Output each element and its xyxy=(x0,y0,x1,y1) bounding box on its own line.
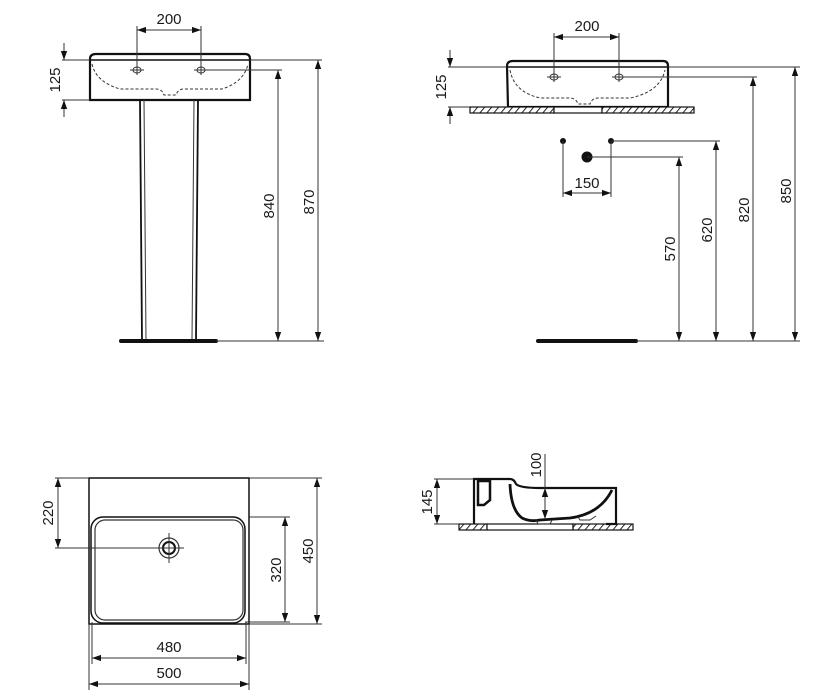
dim-label: 320 xyxy=(268,557,285,582)
dim-waste-height: 570 xyxy=(587,156,683,341)
dim-basin-height: 125 xyxy=(47,43,90,117)
dim-label: 480 xyxy=(156,639,181,656)
dim-label: 220 xyxy=(40,500,57,525)
dim-basin-height: 125 xyxy=(433,50,507,124)
dim-rim-height: 850 xyxy=(668,66,800,341)
dim-bowl-width: 480 xyxy=(91,622,247,664)
dim-label: 200 xyxy=(156,11,181,28)
dim-overall-width: 500 xyxy=(88,624,250,690)
basin-front xyxy=(88,52,252,102)
dim-tap-spacing: 200 xyxy=(553,18,620,77)
dim-tap-spacing: 200 xyxy=(136,11,202,70)
dim-label: 850 xyxy=(778,178,795,203)
supply-points: 150 xyxy=(560,138,614,197)
dim-bowl-depth: 320 xyxy=(245,516,290,623)
bowl-outline xyxy=(90,516,246,624)
front-pedestal-view: 200 125 840 870 xyxy=(47,11,324,343)
dim-label: 620 xyxy=(699,217,716,242)
basin-outline xyxy=(88,477,250,625)
pedestal xyxy=(119,99,324,343)
dim-label: 840 xyxy=(261,193,278,218)
dim-label: 450 xyxy=(300,538,317,563)
dim-rim-height: 870 xyxy=(250,59,322,341)
dim-overall-height: 145 xyxy=(419,478,474,525)
plan-view: 220 320 450 480 500 xyxy=(40,477,322,690)
dim-bowl-depth: 100 xyxy=(528,452,549,519)
basin-section xyxy=(472,477,618,526)
dim-label: 125 xyxy=(433,74,450,99)
front-countertop-view: 200 125 150 570 xyxy=(433,18,800,343)
dim-label: 125 xyxy=(47,67,64,92)
side-section-view: 145 100 xyxy=(419,452,634,531)
dim-label: 145 xyxy=(419,489,436,514)
dim-tap-height: 820 xyxy=(619,76,757,341)
dim-label: 820 xyxy=(736,197,753,222)
dim-label: 100 xyxy=(528,452,545,477)
basin-front xyxy=(505,59,670,109)
dim-tap-height: 840 xyxy=(201,69,282,341)
dim-label: 570 xyxy=(662,236,679,261)
dim-label: 870 xyxy=(301,189,318,214)
countertop xyxy=(469,106,695,114)
dim-label: 150 xyxy=(574,175,599,192)
dim-label: 200 xyxy=(574,18,599,35)
dim-waste-offset: 220 xyxy=(40,477,160,549)
dim-label: 500 xyxy=(156,665,181,682)
dim-supply-height: 620 xyxy=(611,140,720,341)
waste-drain-icon xyxy=(154,533,184,563)
dim-overall-depth: 450 xyxy=(249,477,322,625)
countertop xyxy=(458,523,634,531)
